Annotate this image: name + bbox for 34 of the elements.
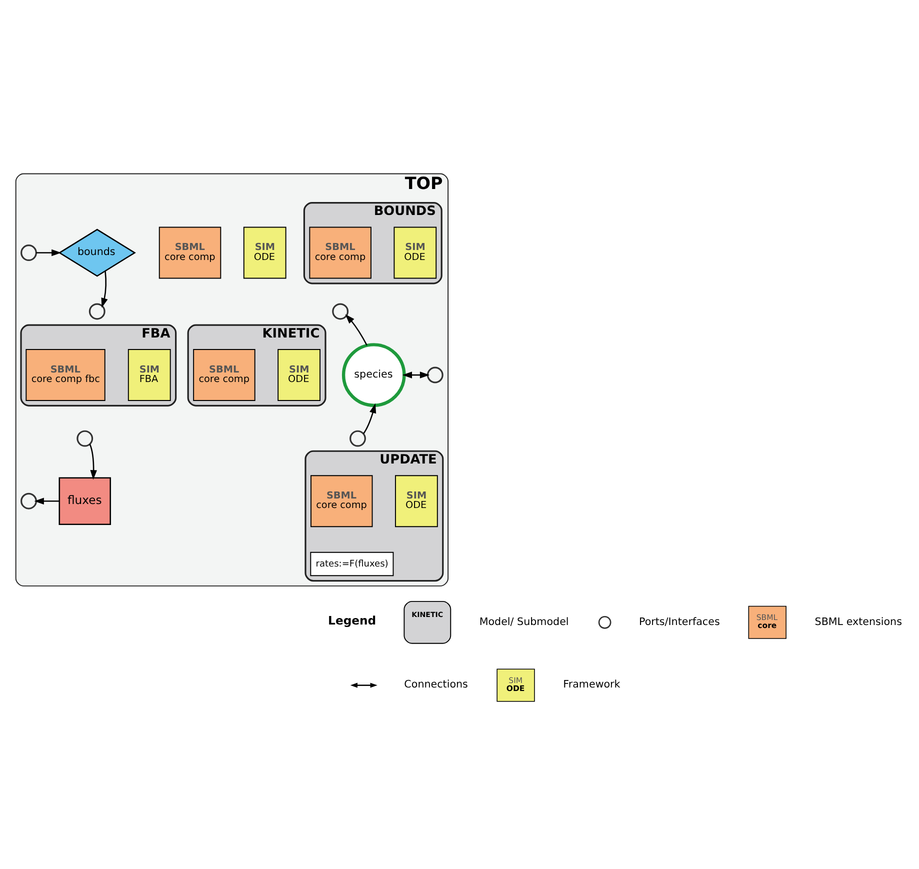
node-circle <box>88 302 106 320</box>
node-box: fluxes <box>58 476 111 524</box>
node-box: SIM ODE <box>278 348 320 400</box>
arrow <box>362 402 376 434</box>
node-box: SIM FBA <box>128 348 171 400</box>
node-box: rates:=F(fluxes) <box>310 551 394 576</box>
node-circle <box>332 302 349 320</box>
node-circle <box>76 430 94 446</box>
arrow <box>402 371 430 378</box>
legend-label: Ports/Interfaces <box>638 615 720 628</box>
node-circle <box>426 366 444 383</box>
node-diamond: bounds <box>58 228 136 276</box>
node-box: SBML core comp <box>309 226 372 278</box>
node-box: SIM ODE <box>394 226 437 278</box>
legend-label: Model/ Submodel <box>479 615 569 628</box>
node-box: SIM ODE <box>243 226 286 278</box>
node-box: SBML core comp fbc <box>26 348 106 400</box>
node-box: SBML core comp <box>158 226 222 278</box>
legend-label: SBML extensions <box>814 615 902 628</box>
label: Legend <box>328 613 376 628</box>
node-box: SBML core comp <box>193 348 256 400</box>
node-circle <box>20 492 37 509</box>
arrow <box>101 270 108 308</box>
node-box: SIM ODE <box>395 474 438 527</box>
node-circle: species <box>342 342 406 406</box>
node-box: SBML core comp <box>310 474 373 527</box>
node-circle <box>20 244 37 260</box>
arrow <box>345 314 368 346</box>
arrow <box>34 497 60 504</box>
legend-label: Connections <box>404 678 468 690</box>
arrow <box>89 443 97 480</box>
node-circle <box>350 430 366 446</box>
legend-label: Framework <box>563 678 620 690</box>
arrow <box>36 248 62 256</box>
